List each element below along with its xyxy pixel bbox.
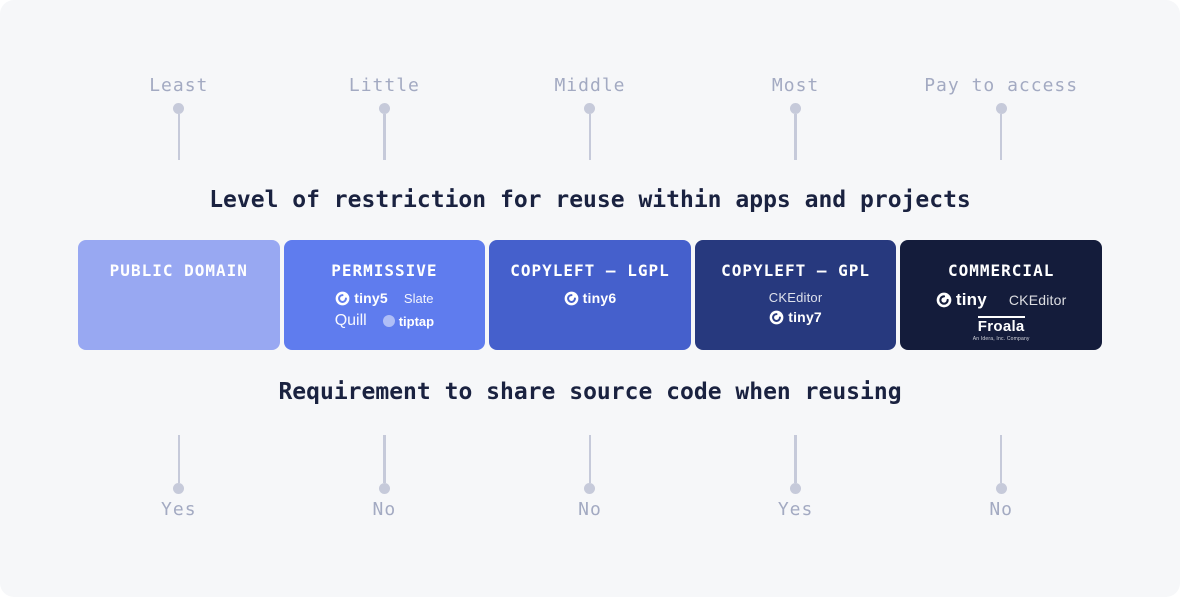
card-copyleft-lgpl: COPYLEFT — LGPL tiny6 xyxy=(489,240,691,350)
ckeditor-logo: CKEditor xyxy=(768,290,823,305)
card-title: COPYLEFT — GPL xyxy=(721,261,870,280)
tiny-swirl-icon xyxy=(769,310,784,324)
tiny7-logo: tiny7 xyxy=(769,309,822,325)
share-label: Yes xyxy=(161,499,197,520)
tiny-swirl-icon xyxy=(936,292,952,308)
restriction-marker-4: Most xyxy=(695,75,897,160)
pin-line xyxy=(999,114,1003,160)
pin-line xyxy=(794,435,797,483)
pin-dot xyxy=(584,103,596,114)
pin-dot xyxy=(173,103,185,114)
restriction-label: Most xyxy=(771,75,820,96)
tiny6-logo: tiny6 xyxy=(564,290,617,306)
card-commercial: COMMERCIAL tiny CKEditor Froala xyxy=(900,240,1102,350)
pin-dot xyxy=(378,483,390,494)
froala-logo: Froala An Idera, Inc. Company xyxy=(972,316,1030,342)
tiny-swirl-icon xyxy=(335,291,350,305)
share-marker-4: Yes xyxy=(695,435,897,520)
tiptap-circle-icon xyxy=(382,315,395,327)
license-cards: PUBLIC DOMAIN PERMISSIVE tiny5 Slate Qu xyxy=(78,240,1102,350)
share-marker-5: No xyxy=(900,435,1102,520)
restriction-label: Least xyxy=(149,75,209,96)
share-source-scale: Yes No No Yes No xyxy=(78,435,1102,520)
share-marker-1: Yes xyxy=(78,435,280,520)
card-title: COMMERCIAL xyxy=(948,261,1055,280)
pin-dot xyxy=(173,483,185,494)
restriction-label: Pay to access xyxy=(924,75,1079,96)
share-label: No xyxy=(989,499,1014,520)
tiny-logo: tiny xyxy=(936,290,987,310)
card-public-domain: PUBLIC DOMAIN xyxy=(78,240,280,350)
card-title: PUBLIC DOMAIN xyxy=(109,261,248,280)
tiptap-logo: tiptap xyxy=(382,314,434,329)
restriction-marker-5: Pay to access xyxy=(900,75,1102,160)
ckeditor-logo: CKEditor xyxy=(1008,292,1067,308)
quill-logo: Quill xyxy=(334,312,367,329)
pin-line xyxy=(383,114,386,160)
pin-line xyxy=(999,435,1003,483)
froala-tagline: An Idera, Inc. Company xyxy=(972,336,1030,342)
pin-dot xyxy=(790,483,802,494)
pin-dot xyxy=(790,103,802,114)
share-label: No xyxy=(578,499,602,520)
card-title: PERMISSIVE xyxy=(331,261,438,280)
share-marker-2: No xyxy=(284,435,486,520)
restriction-marker-1: Least xyxy=(78,75,280,160)
slate-logo: Slate xyxy=(403,290,434,306)
share-marker-3: No xyxy=(489,435,691,520)
card-permissive: PERMISSIVE tiny5 Slate Quill xyxy=(283,240,486,350)
pin-dot xyxy=(378,103,390,114)
pin-line xyxy=(588,114,592,160)
restriction-marker-3: Middle xyxy=(489,75,691,160)
pin-line xyxy=(588,435,592,483)
card-title: COPYLEFT — LGPL xyxy=(510,261,670,280)
share-label: Yes xyxy=(777,499,814,520)
share-label: No xyxy=(372,499,397,520)
pin-dot xyxy=(584,483,596,494)
restriction-label: Little xyxy=(348,75,420,96)
pin-line xyxy=(177,435,181,483)
pin-dot xyxy=(995,483,1007,494)
tiny5-logo: tiny5 xyxy=(335,290,388,306)
share-source-heading: Requirement to share source code when re… xyxy=(278,379,902,405)
pin-line xyxy=(794,114,797,160)
pin-line xyxy=(383,435,386,483)
card-copyleft-gpl: COPYLEFT — GPL CKEditor tiny7 xyxy=(694,240,897,350)
tiny-swirl-icon xyxy=(564,291,579,305)
pin-dot xyxy=(995,103,1007,114)
pin-line xyxy=(177,114,181,160)
restriction-heading: Level of restriction for reuse within ap… xyxy=(209,187,971,213)
restriction-scale: Least Little Middle Most Pay to access xyxy=(78,75,1102,160)
restriction-marker-2: Little xyxy=(284,75,486,160)
restriction-label: Middle xyxy=(554,75,626,96)
